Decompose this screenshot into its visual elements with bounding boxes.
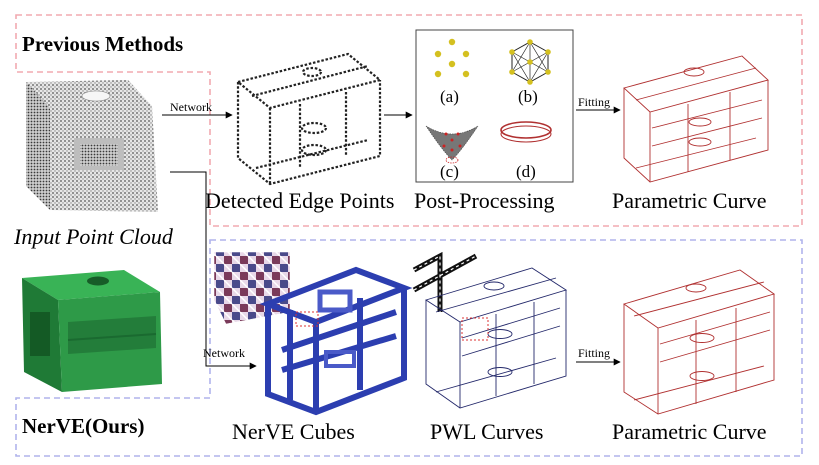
post-a-points xyxy=(434,38,470,78)
ours-network-label: Network xyxy=(203,346,245,360)
post-c-points xyxy=(425,125,479,164)
detected-edge-points-label: Detected Edge Points xyxy=(205,188,394,213)
post-c-label: (c) xyxy=(440,162,459,181)
post-processing-label: Post-Processing xyxy=(414,188,555,213)
detected-edge-points xyxy=(235,52,383,186)
post-a-label: (a) xyxy=(440,87,459,106)
nerve-cubes xyxy=(213,251,413,416)
post-b-points xyxy=(509,39,551,85)
input-mesh xyxy=(22,270,162,392)
previous-methods-frame xyxy=(15,14,803,227)
ours-frame xyxy=(15,239,803,457)
ours-title: NerVE(Ours) xyxy=(22,414,144,438)
previous-fitting-label: Fitting xyxy=(578,95,610,109)
input-point-cloud-label: Input Point Cloud xyxy=(13,224,174,249)
pwl-curves-label: PWL Curves xyxy=(430,419,543,444)
previous-network-label: Network xyxy=(170,100,212,114)
ours-parametric-curve-label: Parametric Curve xyxy=(612,419,767,444)
post-d-ring xyxy=(500,121,552,143)
post-processing-panel: (a) (b) (c) (d) xyxy=(415,29,574,183)
connector-lines xyxy=(162,111,257,370)
ours-parametric-curve xyxy=(622,269,776,415)
previous-methods-title: Previous Methods xyxy=(22,32,183,56)
nerve-cubes-label: NerVE Cubes xyxy=(232,419,355,444)
post-d-label: (d) xyxy=(516,162,536,181)
post-b-label: (b) xyxy=(518,87,538,106)
input-point-cloud xyxy=(26,80,158,212)
previous-parametric-curve xyxy=(623,55,769,183)
pwl-curves xyxy=(412,251,568,409)
previous-parametric-curve-label: Parametric Curve xyxy=(612,188,767,213)
ours-fitting-label: Fitting xyxy=(578,346,610,360)
